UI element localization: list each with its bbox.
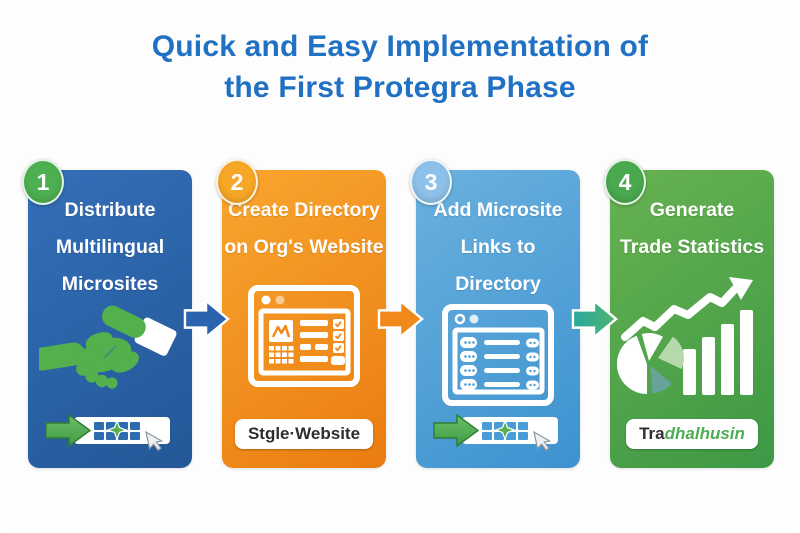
window-dot-icon (275, 295, 285, 305)
step-3-heading: Add Microsite Links to Directory (416, 192, 580, 303)
step-number-badge-4: 4 (604, 159, 646, 205)
step-4-icon-area (610, 266, 774, 406)
statistics-chart-icon (617, 277, 753, 395)
step-1-heading: Distribute Multilingual Microsites (56, 192, 164, 303)
step-4-heading-line1: Generate (649, 199, 735, 221)
window-dot-icon (469, 314, 479, 323)
trade-statistik-label-dark: Tra (639, 424, 665, 443)
step-3-heading-line2: Links to Directory (455, 236, 541, 295)
trade-statistik-label-green: dhalhusin (664, 424, 745, 443)
step-4-heading: Generate Trade Statistics (620, 192, 764, 266)
list-lines-icon (300, 320, 328, 362)
step-1-heading-line1: Distribute (64, 199, 156, 221)
mouse-cursor-icon (533, 430, 552, 452)
mouse-cursor-icon (145, 430, 164, 452)
step-card-2: 2 Create Directory on Org's Website (216, 159, 386, 468)
links-list-webpage-icon (442, 303, 554, 406)
trade-statistik-pill: Tradhalhusin (626, 419, 758, 449)
green-insert-arrow-icon (433, 413, 480, 448)
green-insert-arrow-icon (45, 413, 92, 448)
flow-arrow-2-icon (377, 298, 424, 340)
page-title-line1: Quick and Easy Implementation of (151, 30, 649, 63)
window-dot-icon (454, 313, 466, 324)
style-website-pill: Stgle·Website (234, 419, 374, 449)
insert-microsite-toolbar-icon (433, 413, 558, 452)
step-1-icon-area (28, 303, 192, 406)
step-number-3: 3 (424, 168, 438, 195)
page-title: Quick and Easy Implementation of the Fir… (0, 26, 800, 108)
step-2-icon-area (222, 266, 386, 406)
mini-grid-icon (269, 346, 294, 364)
step-number-4: 4 (618, 168, 632, 195)
step-3-icon-area (416, 303, 580, 406)
star-plus-icon (494, 419, 516, 441)
step-number-badge-1: 1 (22, 159, 64, 205)
star-plus-icon (106, 419, 128, 441)
step-2-footer: Stgle·Website (222, 406, 386, 462)
handshake-icon (39, 305, 177, 389)
step-1-heading-line3: Microsites (61, 273, 159, 295)
style-website-label: Stgle·Website (247, 424, 361, 443)
link-rows-icon (460, 336, 539, 390)
step-number-1: 1 (36, 168, 50, 195)
step-card-3: 3 Add Microsite Links to Directory (410, 159, 580, 468)
page-title-line2: the First Protegra Phase (224, 71, 576, 104)
step-number-2: 2 (230, 168, 244, 195)
step-2-heading-line2: on Org's Website (224, 236, 384, 258)
checkbox-icons (331, 319, 345, 365)
step-card-1: 1 Distribute Multilingual Microsites (22, 159, 192, 468)
step-1-heading-line2: Multilingual (55, 236, 165, 258)
window-dot-icon (261, 295, 271, 305)
step-4-footer: Tradhalhusin (610, 406, 774, 462)
flow-arrow-1-icon (183, 298, 230, 340)
bar-chart-icon (683, 310, 753, 395)
step-number-badge-3: 3 (410, 159, 452, 205)
step-3-heading-line1: Add Microsite (433, 199, 563, 221)
step-4-heading-line2: Trade Statistics (619, 236, 765, 258)
insert-microsite-toolbar-icon (45, 413, 170, 452)
step-2-heading-line1: Create Directory (228, 199, 380, 221)
step-1-footer (28, 406, 192, 462)
directory-webpage-icon (248, 285, 360, 387)
pie-chart-icon (617, 333, 685, 395)
step-number-badge-2: 2 (216, 159, 258, 205)
step-3-footer (416, 406, 580, 462)
step-2-heading: Create Directory on Org's Website (224, 192, 383, 266)
trend-arrow-icon (621, 277, 753, 341)
step-card-4: 4 Generate Trade Statistics (604, 159, 774, 468)
flow-arrow-3-icon (571, 298, 618, 340)
